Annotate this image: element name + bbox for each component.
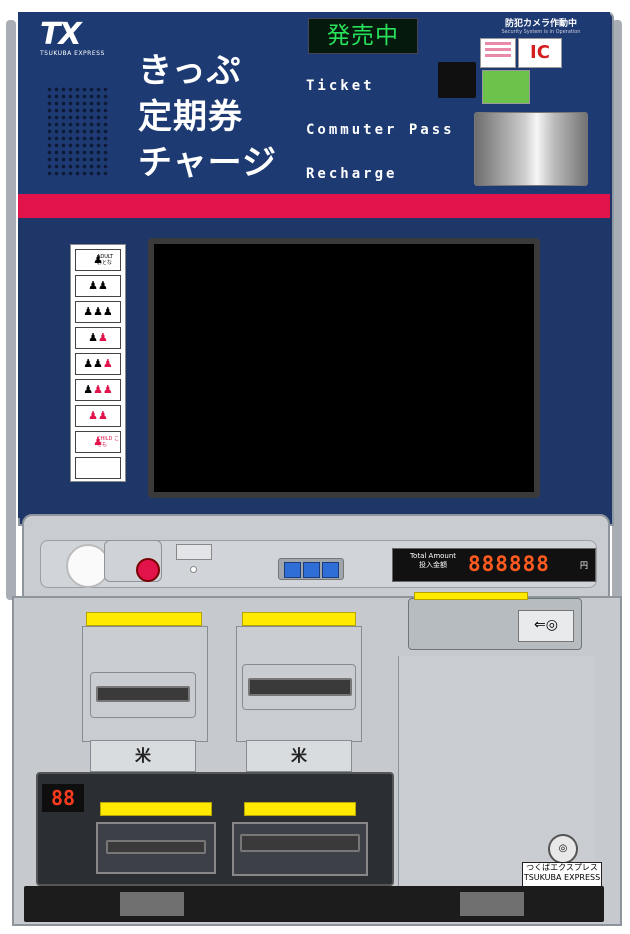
keypad-key-2[interactable] <box>303 562 320 578</box>
adult-icon: ♟ <box>93 253 103 266</box>
camera-notice-jp: 防犯カメラ作動中 <box>504 19 577 29</box>
coin-slot-right[interactable] <box>248 678 352 696</box>
tx-badge: つくばエクスプレス TSUKUBA EXPRESS <box>522 862 602 888</box>
fare-selector: ♟ADULT おとな ♟♟ ♟♟♟ ♟♟ ♟♟♟ ♟♟♟ ♟♟ ♟CHILD こ… <box>70 244 126 482</box>
indicator-led <box>190 566 197 573</box>
ic-card-icon: IC <box>518 38 562 68</box>
card-insertion-plate[interactable] <box>474 112 588 186</box>
fare-button-6[interactable]: ♟♟♟ <box>75 379 121 401</box>
adult-label: ADULT おとな <box>97 254 114 266</box>
adult-icon: ♟ <box>88 331 98 344</box>
coin-slot-indicator-left <box>86 612 202 626</box>
bottom-tray <box>24 886 604 922</box>
coin-tray-mark-right: 米 <box>246 740 352 772</box>
title-commuter-jp: 定期券 <box>138 97 243 137</box>
pasmo-card-icon <box>480 38 516 68</box>
title-recharge-jp: チャージ <box>138 143 277 183</box>
fare-button-5[interactable]: ♟♟♟ <box>75 353 121 375</box>
logo-mark: TX <box>40 17 82 52</box>
ticket-issue-indicator <box>414 592 528 600</box>
tx-logo: TX TSUKUBA EXPRESS <box>40 17 112 58</box>
suica-card-icon <box>482 70 530 104</box>
title-ticket-jp: きっぷ <box>138 51 242 91</box>
camera-notice-en: Security System is in Operation <box>501 29 581 35</box>
fare-button-1[interactable]: ♟ADULT おとな <box>75 249 121 271</box>
bottom-tab-left[interactable] <box>120 892 184 916</box>
coin-slot-left[interactable] <box>96 686 190 702</box>
bill-slot-indicator-left <box>100 802 212 816</box>
two-children-icon: ♟♟ <box>88 409 108 422</box>
ic-card-reader[interactable] <box>438 62 476 98</box>
touch-screen[interactable] <box>154 244 534 492</box>
amount-label-jp: 投入金額 <box>419 561 447 569</box>
fare-button-8[interactable]: ♟CHILD こども <box>75 431 121 453</box>
amount-label-en: Total Amount <box>409 552 457 560</box>
label-recharge-en: Recharge <box>306 166 398 182</box>
tx-badge-jp: つくばエクスプレス <box>526 863 598 872</box>
adult-icon: ♟ <box>83 383 94 396</box>
bill-slot-right[interactable] <box>240 834 360 852</box>
keypad-key-1[interactable] <box>284 562 301 578</box>
left-side-rail <box>6 20 16 600</box>
receipt-button[interactable] <box>176 544 212 560</box>
child-icon: ♟ <box>102 357 113 370</box>
segment-display: 88 <box>42 784 84 812</box>
child-label: CHILD こども <box>97 436 119 448</box>
amount-display <box>392 548 596 582</box>
child-icon: ♟ <box>93 435 103 448</box>
bill-slot-left[interactable] <box>106 840 206 854</box>
coin-slot-indicator-right <box>242 612 356 626</box>
fare-button-3[interactable]: ♟♟♟ <box>75 301 121 323</box>
logo-subtitle: TSUKUBA EXPRESS <box>40 50 105 57</box>
keypad <box>278 558 344 580</box>
bottom-tab-right[interactable] <box>460 892 524 916</box>
fare-button-4[interactable]: ♟♟ <box>75 327 121 349</box>
red-stripe <box>18 194 610 218</box>
camera-notice: 防犯カメラ作動中 Security System is in Operation <box>498 16 584 35</box>
two-children-icon: ♟♟ <box>93 383 113 396</box>
amount-unit: 円 <box>580 561 588 570</box>
fare-button-7[interactable]: ♟♟ <box>75 405 121 427</box>
three-adults-icon: ♟♟♟ <box>83 305 113 318</box>
two-adults-icon: ♟♟ <box>83 357 103 370</box>
fare-button-blank[interactable] <box>75 457 121 479</box>
fare-button-2[interactable]: ♟♟ <box>75 275 121 297</box>
label-ticket-en: Ticket <box>306 78 375 94</box>
amount-label: Total Amount 投入金額 <box>400 552 466 570</box>
speaker-grille <box>46 86 108 176</box>
keypad-key-3[interactable] <box>322 562 339 578</box>
ic-symbol-icon: ◎ <box>548 834 578 864</box>
tx-badge-en: TSUKUBA EXPRESS <box>523 873 601 882</box>
right-side-rail <box>612 20 622 600</box>
child-icon: ♟ <box>98 331 108 344</box>
coin-tray-mark-left: 米 <box>90 740 196 772</box>
label-commuter-en: Commuter Pass <box>306 122 455 138</box>
insert-arrow-icon: ⇐◎ <box>518 610 574 642</box>
bill-slot-indicator-right <box>244 802 356 816</box>
amount-digits: 888888 <box>468 552 550 576</box>
two-adults-icon: ♟♟ <box>88 279 108 292</box>
cancel-button[interactable] <box>136 558 160 582</box>
status-display: 発売中 <box>308 18 418 54</box>
